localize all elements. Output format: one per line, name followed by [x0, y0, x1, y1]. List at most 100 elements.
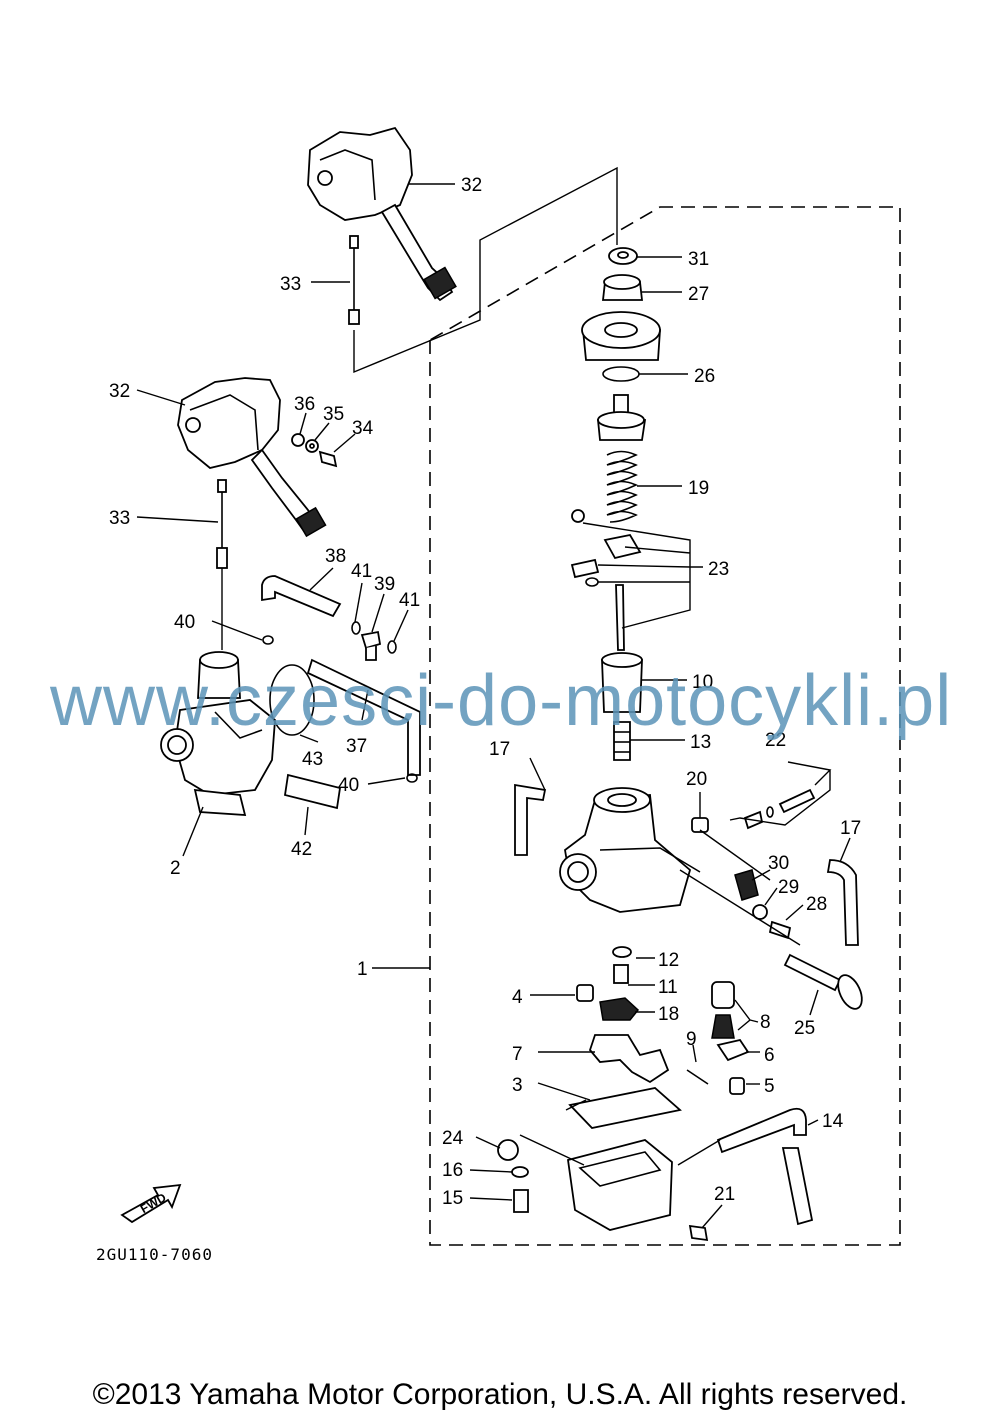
plate-24 [497, 1139, 519, 1161]
callout-19: 19 [688, 478, 709, 499]
pin-9 [686, 1069, 709, 1085]
washer-29 [752, 904, 768, 920]
callout-8: 8 [760, 1012, 771, 1033]
callout-11: 11 [658, 977, 678, 998]
pipe-42 [283, 773, 342, 810]
callout-33-left: 33 [109, 508, 130, 529]
part-27-cap [601, 274, 644, 301]
callout-16: 16 [442, 1160, 463, 1181]
float-7 [588, 1034, 670, 1084]
callout-21: 21 [714, 1184, 735, 1205]
cable-33-left [216, 479, 228, 569]
callout-24: 24 [442, 1128, 464, 1149]
hose-38 [261, 575, 342, 618]
clip-6 [716, 1038, 750, 1062]
callout-32-left: 32 [109, 381, 130, 402]
cable-33-upper [348, 235, 360, 325]
throttle-housing-left [177, 377, 327, 538]
jet-4 [576, 984, 594, 1002]
callout-42: 42 [291, 839, 312, 860]
callout-1: 1 [357, 959, 368, 980]
hose-14 [716, 1107, 814, 1226]
screw-28 [768, 920, 792, 940]
callout-9: 9 [686, 1029, 697, 1050]
clip-40b [406, 773, 418, 783]
screw-15 [513, 1189, 529, 1213]
drawing-code: 2GU110-7060 [96, 1245, 213, 1264]
callout-6: 6 [764, 1045, 775, 1066]
fasteners-34-35-36 [291, 433, 338, 468]
callout-38: 38 [325, 546, 346, 567]
callout-15: 15 [442, 1188, 463, 1209]
hose-17-right [826, 859, 859, 946]
callout-31: 31 [688, 249, 709, 270]
leader-lines [136, 183, 851, 1229]
callout-36: 36 [294, 394, 315, 415]
plate-18 [599, 997, 640, 1021]
callout-39: 39 [374, 574, 395, 595]
callout-10: 10 [692, 672, 713, 693]
part-26-top-cap [581, 311, 661, 361]
callout-30: 30 [768, 853, 789, 874]
needle-jet-13 [613, 721, 631, 761]
callout-20: 20 [686, 769, 707, 790]
float-bowl [566, 1139, 673, 1231]
callout-32-upper: 32 [461, 175, 482, 196]
hose-17-left [514, 783, 547, 856]
clamp-43 [269, 664, 315, 736]
callout-2: 2 [170, 858, 181, 879]
screw-5 [729, 1077, 745, 1095]
watermark: www.czesci-do-motocykli.pl [50, 661, 953, 741]
callout-37: 37 [346, 736, 367, 757]
spring-19 [606, 450, 638, 523]
clip-40a [262, 635, 274, 645]
o-ring-26 [602, 366, 640, 382]
callout-17-left: 17 [489, 739, 510, 760]
clip-41a [351, 621, 361, 635]
jet-11 [613, 964, 629, 984]
pilot-screw-25 [783, 953, 863, 1010]
callout-4: 4 [512, 987, 523, 1008]
needle-holder [597, 394, 647, 441]
screw-22 [743, 788, 816, 830]
washer-12 [612, 946, 632, 958]
needle-set-23 [570, 509, 642, 651]
callout-25: 25 [794, 1018, 815, 1039]
callout-5: 5 [764, 1076, 775, 1097]
screw-21 [688, 1224, 709, 1242]
callout-14: 14 [822, 1111, 844, 1132]
float-valve-8 [711, 981, 735, 1039]
callout-41b: 41 [399, 590, 420, 611]
callout-13: 13 [690, 732, 711, 753]
callout-29: 29 [778, 877, 799, 898]
connector-line-upper [353, 166, 618, 374]
clip-41b [387, 640, 397, 654]
callout-40b: 40 [338, 775, 359, 796]
callout-22: 22 [765, 730, 786, 751]
carburetor-left [160, 651, 276, 816]
lever-30 [734, 869, 759, 901]
callout-27: 27 [688, 284, 709, 305]
callout-18: 18 [658, 1004, 679, 1025]
callout-33-upper: 33 [280, 274, 301, 295]
callout-41a: 41 [351, 561, 372, 582]
callout-17-right: 17 [840, 818, 861, 839]
carburetor-main-body [559, 787, 701, 913]
callout-23: 23 [708, 559, 729, 580]
washer-16 [511, 1166, 529, 1178]
callout-7: 7 [512, 1044, 523, 1065]
callout-3: 3 [512, 1075, 523, 1096]
throttle-valve-10 [601, 652, 643, 713]
gasket-3 [568, 1087, 682, 1129]
throttle-housing-upper [307, 126, 457, 302]
callout-34: 34 [352, 418, 374, 439]
callout-35: 35 [323, 404, 344, 425]
jet-20 [691, 817, 709, 833]
forward-arrow: FWD [120, 1183, 182, 1224]
callout-43: 43 [302, 749, 323, 770]
callout-28: 28 [806, 894, 827, 915]
assembly-outline [429, 206, 901, 1246]
callout-40a: 40 [174, 612, 195, 633]
callout-12: 12 [658, 950, 679, 971]
